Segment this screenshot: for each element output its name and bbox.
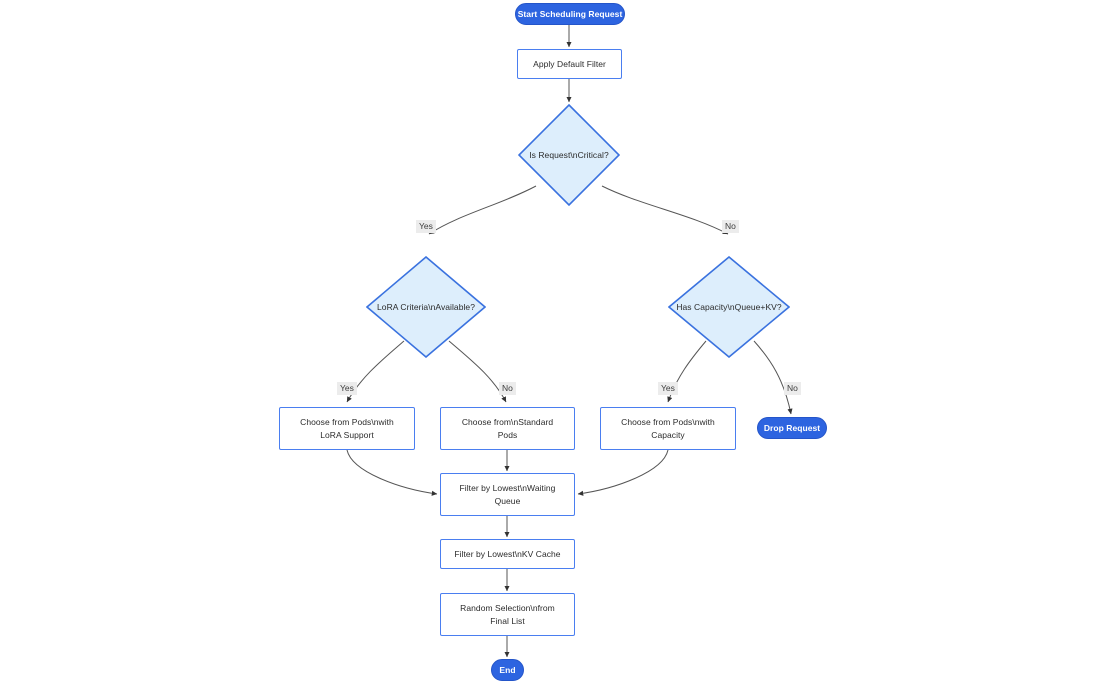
node-choose-standard-pods[interactable]: Choose from\nStandard Pods <box>440 407 575 450</box>
node-filter-by-lowest-kv-cache-label: Filter by Lowest\nKV Cache <box>454 548 561 559</box>
node-drop-request[interactable]: Drop Request <box>757 417 827 439</box>
diamond-shape <box>366 256 486 358</box>
node-is-request-critical-label: Is Request\nCritical? <box>529 149 609 160</box>
edge-label-yes-capacity: Yes <box>658 382 678 395</box>
node-apply-default-filter[interactable]: Apply Default Filter <box>517 49 622 79</box>
node-random-selection-from-final-list-label: Random Selection\nfrom Final List <box>460 602 555 626</box>
edge-label-no-lora: No <box>499 382 516 395</box>
diamond-shape <box>668 256 790 358</box>
edge-label-yes-lora: Yes <box>337 382 357 395</box>
edge-label-no-critical: No <box>722 220 739 233</box>
node-end-label: End <box>499 664 516 675</box>
node-choose-pods-with-capacity-label: Choose from Pods\nwith Capacity <box>621 416 715 440</box>
node-filter-by-lowest-waiting-queue[interactable]: Filter by Lowest\nWaiting Queue <box>440 473 575 516</box>
edge-is-critical-to-has-capacity <box>601 185 729 235</box>
node-apply-default-filter-label: Apply Default Filter <box>533 58 606 69</box>
node-choose-standard-pods-label: Choose from\nStandard Pods <box>461 416 554 440</box>
node-drop-request-label: Drop Request <box>763 422 821 433</box>
node-choose-pods-with-capacity[interactable]: Choose from Pods\nwith Capacity <box>600 407 736 450</box>
node-is-request-critical[interactable]: Is Request\nCritical? <box>518 104 620 206</box>
node-has-capacity-queue-kv-label: Has Capacity\nQueue+KV? <box>676 301 782 312</box>
node-filter-by-lowest-kv-cache[interactable]: Filter by Lowest\nKV Cache <box>440 539 575 569</box>
edge-label-no-capacity: No <box>784 382 801 395</box>
edge-pods-lora-to-filter-queue <box>346 449 438 496</box>
diamond-shape <box>518 104 620 206</box>
node-start[interactable]: Start Scheduling Request <box>515 3 625 25</box>
node-filter-by-lowest-waiting-queue-label: Filter by Lowest\nWaiting Queue <box>459 482 556 506</box>
node-random-selection-from-final-list[interactable]: Random Selection\nfrom Final List <box>440 593 575 636</box>
node-choose-pods-with-lora-support-label: Choose from Pods\nwith LoRA Support <box>300 416 394 440</box>
node-lora-criteria-available-label: LoRA Criteria\nAvailable? <box>377 301 475 312</box>
node-lora-criteria-available[interactable]: LoRA Criteria\nAvailable? <box>366 256 486 358</box>
node-choose-pods-with-lora-support[interactable]: Choose from Pods\nwith LoRA Support <box>279 407 415 450</box>
node-end[interactable]: End <box>491 659 524 681</box>
node-start-label: Start Scheduling Request <box>517 8 623 19</box>
edge-pods-capacity-to-filter-queue <box>577 449 669 496</box>
node-has-capacity-queue-kv[interactable]: Has Capacity\nQueue+KV? <box>668 256 790 358</box>
edge-label-yes-critical: Yes <box>416 220 436 233</box>
